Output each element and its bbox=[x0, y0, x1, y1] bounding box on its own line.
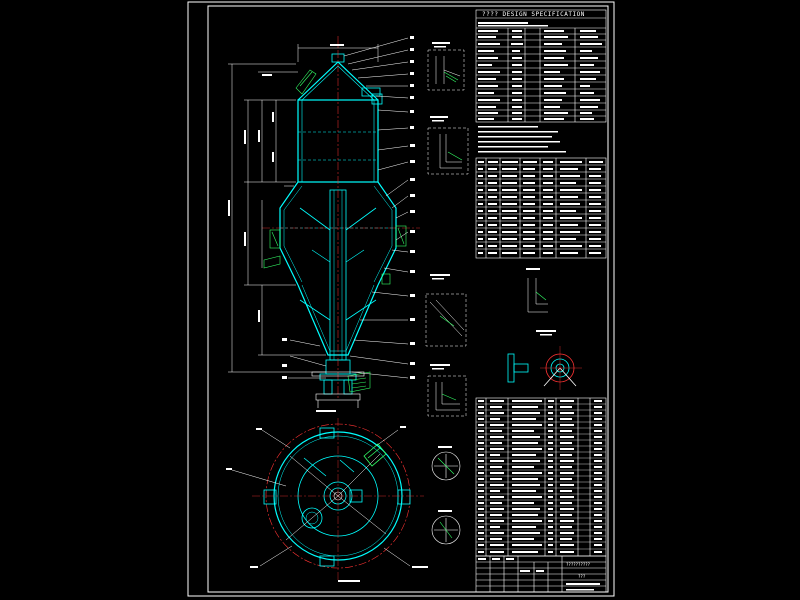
dimension-lines bbox=[228, 44, 379, 373]
design-spec-table bbox=[475, 9, 607, 123]
nozzle-table-cells bbox=[478, 161, 603, 254]
parts-list-table bbox=[475, 397, 607, 557]
drawing-number: ??? bbox=[578, 574, 586, 579]
plan-radial-lines bbox=[231, 429, 411, 567]
sheet-outer-border bbox=[187, 1, 615, 597]
nozzle-table bbox=[475, 157, 607, 259]
detail-views bbox=[425, 49, 548, 417]
title-block-cells bbox=[478, 558, 600, 591]
section-circle-labels bbox=[438, 446, 452, 512]
parts-list-rows bbox=[476, 403, 606, 550]
dimension-text bbox=[228, 44, 344, 322]
section-circles bbox=[431, 451, 461, 545]
drawing-name: ?????????? bbox=[566, 562, 591, 567]
bottom-flange bbox=[311, 371, 365, 408]
parts-list-cells bbox=[478, 400, 602, 553]
nozzle-detail bbox=[507, 346, 582, 390]
plan-nozzle-green bbox=[363, 443, 387, 467]
detail-labels bbox=[430, 42, 556, 370]
spec-table-cells bbox=[478, 22, 602, 120]
sheet-inner-border bbox=[207, 5, 609, 593]
callout-leaders bbox=[288, 37, 409, 379]
title-block bbox=[475, 555, 607, 593]
support-lugs bbox=[263, 69, 407, 393]
callout-numbers bbox=[282, 36, 415, 379]
detail-hatching bbox=[439, 71, 547, 401]
spec-table-title: ???? DESIGN SPECIFICATION bbox=[482, 11, 585, 18]
plan-labels bbox=[226, 410, 428, 582]
technical-notes bbox=[478, 126, 566, 153]
